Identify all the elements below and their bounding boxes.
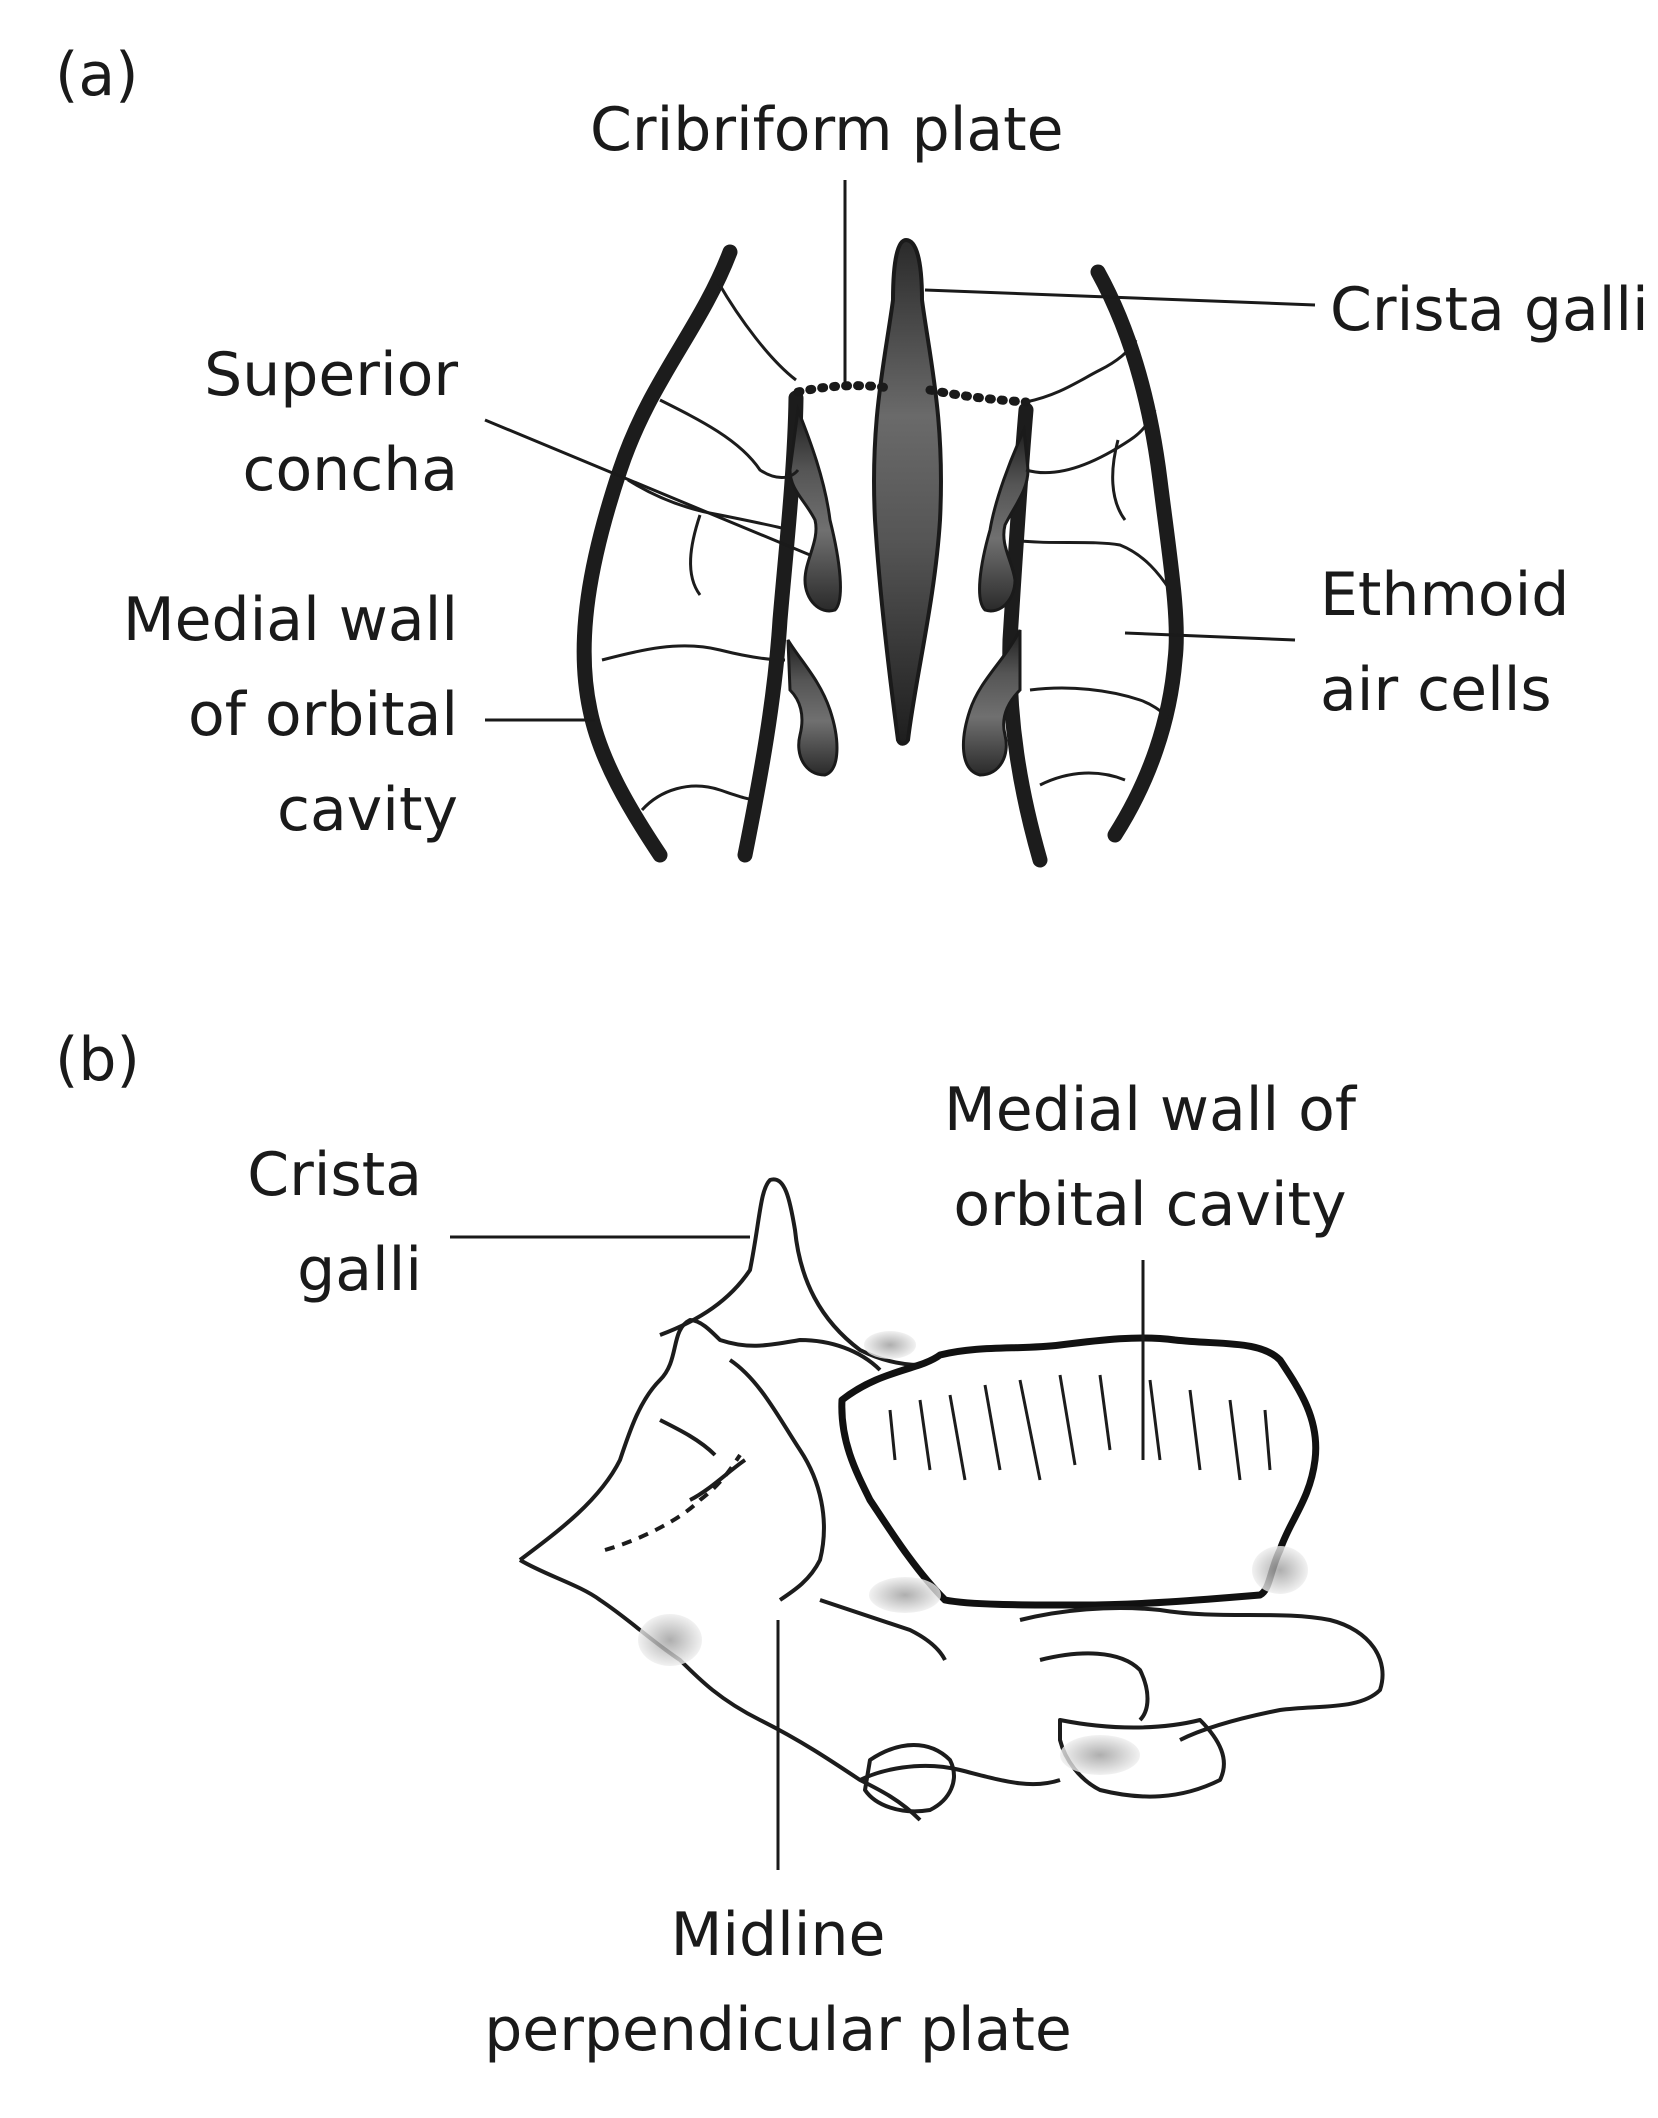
crista-galli-shape [872, 237, 943, 746]
dashed-suture [604, 1453, 742, 1552]
left-air-cell-septa [601, 281, 800, 812]
label-medial-wall-a-3: cavity [277, 775, 458, 845]
label-midline-1: Midline [671, 1900, 886, 1970]
panel-b: (b) [55, 1025, 1385, 2065]
orbital-plate [838, 1334, 1320, 1609]
label-ethmoid-2: air cells [1320, 655, 1552, 725]
stipple-5 [864, 1331, 916, 1359]
lower-process-3 [1039, 1651, 1150, 1722]
leader-ethmoid [1124, 631, 1296, 642]
right-inferior-concha [961, 629, 1022, 777]
stipple-3 [1252, 1546, 1308, 1594]
lower-process-1 [819, 1598, 947, 1661]
stipple-4 [1060, 1735, 1140, 1775]
right-orbital-wall [1090, 264, 1184, 843]
right-superior-concha [978, 424, 1030, 613]
panel-a: (a) [55, 40, 1649, 868]
panel-b-tag: (b) [55, 1025, 140, 1095]
right-air-cell-septa [1011, 339, 1173, 787]
crista-galli-spike [659, 1177, 921, 1367]
left-inner-wall [737, 390, 804, 863]
label-midline-2: perpendicular plate [484, 1995, 1072, 2065]
leader-superior-concha [484, 418, 811, 557]
cribriform-plate-right [925, 385, 1031, 407]
stipple-1 [638, 1614, 702, 1666]
label-medial-wall-a-2: of orbital [188, 680, 458, 750]
stipple-2 [869, 1577, 941, 1613]
label-ethmoid-1: Ethmoid [1320, 560, 1569, 630]
left-orbital-wall [576, 244, 738, 863]
lower-process-5 [863, 1743, 956, 1814]
labyrinth-inner [659, 1418, 747, 1502]
left-inferior-concha [786, 639, 839, 777]
label-medial-wall-b-1: Medial wall of [944, 1075, 1358, 1145]
label-medial-wall-b-2: orbital cavity [953, 1170, 1346, 1240]
label-cribriform-plate: Cribriform plate [590, 95, 1064, 165]
left-superior-concha [788, 404, 842, 613]
label-superior-concha-1: Superior [204, 340, 458, 410]
leader-crista-galli-a [924, 288, 1316, 307]
label-crista-galli-b-2: galli [297, 1235, 422, 1305]
label-crista-galli-a: Crista galli [1330, 275, 1649, 345]
orbital-plate-striations [888, 1374, 1272, 1481]
label-superior-concha-2: concha [242, 435, 458, 505]
label-crista-galli-b-1: Crista [247, 1140, 422, 1210]
lower-process-4 [1058, 1718, 1226, 1799]
cribriform-plate-left [793, 381, 895, 397]
lower-process-2 [1019, 1606, 1385, 1742]
labyrinth-anterior [728, 1358, 826, 1602]
label-medial-wall-a-1: Medial wall [123, 585, 458, 655]
panel-a-tag: (a) [55, 40, 139, 110]
